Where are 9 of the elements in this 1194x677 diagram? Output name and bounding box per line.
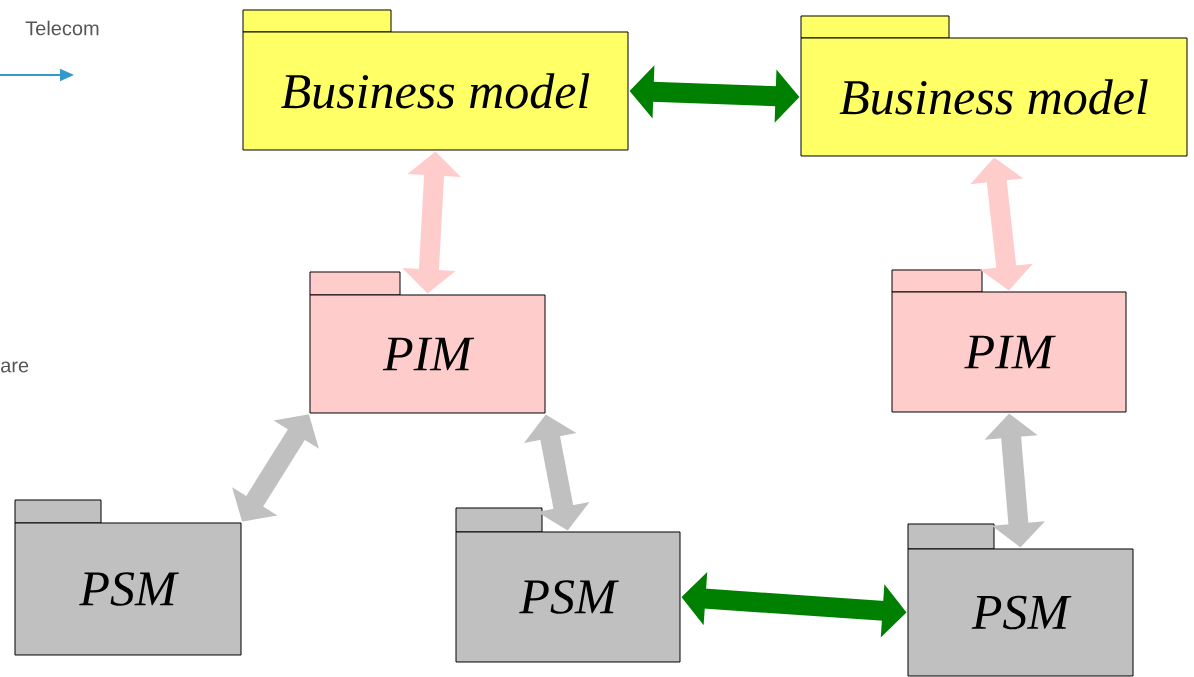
folder: PSM <box>455 507 681 663</box>
folder: PSM <box>14 499 242 656</box>
folder: Business model <box>800 15 1188 157</box>
label: Telecom <box>25 20 99 36</box>
folder: PIM <box>891 269 1127 413</box>
folder: PSM <box>907 523 1134 677</box>
folder: Business model <box>242 9 629 151</box>
label: are <box>1 361 29 373</box>
folder: PIM <box>309 271 546 414</box>
